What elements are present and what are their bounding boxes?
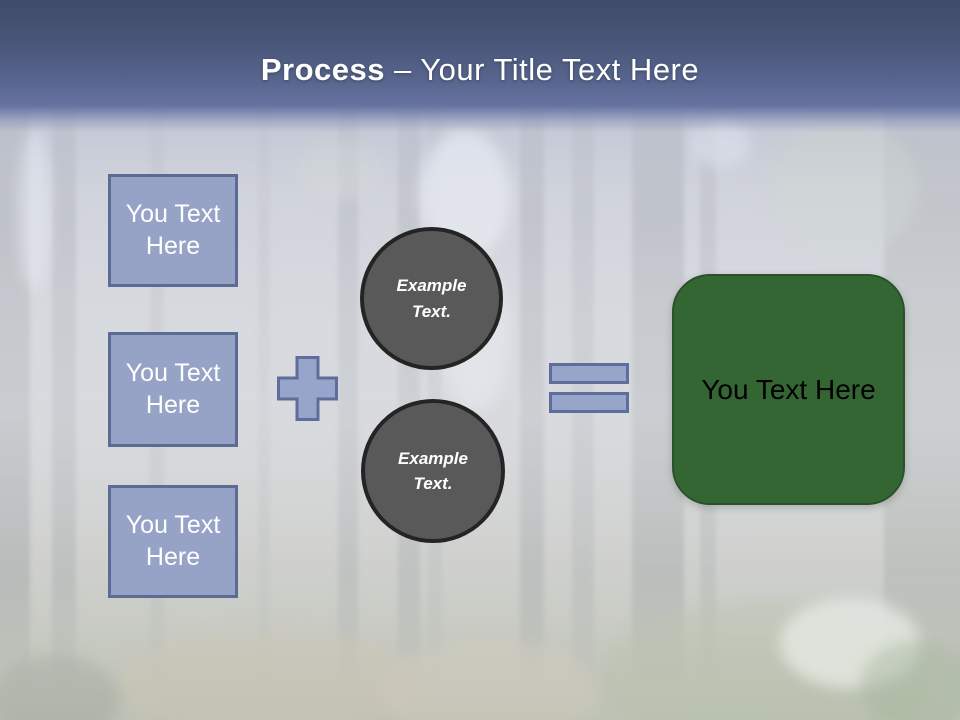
input-box-3: You Text Here [108, 485, 238, 598]
slide-title-rest: – Your Title Text Here [394, 52, 700, 87]
plus-icon [277, 356, 338, 421]
title-band [0, 0, 960, 132]
slide-title-bold: Process [260, 52, 386, 87]
input-box-2-label: You Text Here [125, 359, 221, 419]
example-circle-1-label: Example Text. [396, 276, 467, 321]
input-box-2: You Text Here [108, 332, 238, 447]
result-box-label: You Text Here [701, 373, 876, 405]
input-box-1: You Text Here [108, 174, 238, 287]
slide-title: Process– Your Title Text Here [0, 52, 960, 88]
example-circle-2-label: Example Text. [398, 448, 468, 494]
result-box: You Text Here [672, 274, 905, 505]
input-box-3-label: You Text Here [125, 511, 221, 571]
equals-bar-bottom [549, 392, 629, 413]
example-circle-1: Example Text. [360, 227, 503, 370]
input-box-1-label: You Text Here [125, 200, 221, 260]
equals-icon [549, 363, 629, 413]
example-circle-2: Example Text. [361, 399, 505, 543]
equals-bar-top [549, 363, 629, 384]
